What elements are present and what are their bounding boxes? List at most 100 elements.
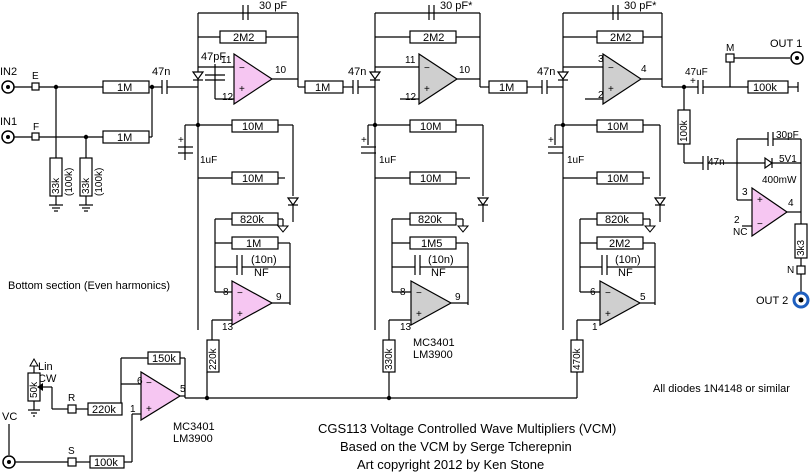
svg-text:1M5: 1M5 <box>421 238 442 250</box>
svg-text:1M: 1M <box>246 238 261 250</box>
svg-text:30 pF*: 30 pF* <box>440 0 473 12</box>
svg-text:1M: 1M <box>117 82 132 94</box>
svg-text:+: + <box>146 404 152 415</box>
svg-text:10: 10 <box>275 65 287 76</box>
stage-1: 30 pF 2M2 47pF − + 11 12 10 10M + 1uF <box>178 0 305 373</box>
in2-label: IN2 <box>0 66 17 78</box>
svg-text:10M: 10M <box>420 121 441 133</box>
svg-text:47pF: 47pF <box>201 51 226 63</box>
svg-text:1M: 1M <box>117 132 132 144</box>
svg-text:100k: 100k <box>94 457 118 469</box>
out1-label: OUT 1 <box>770 38 802 50</box>
svg-text:Lin: Lin <box>38 361 53 373</box>
note-diodes: All diodes 1N4148 or similar <box>653 383 790 395</box>
svg-text:12: 12 <box>405 92 417 103</box>
terminal-n <box>796 265 806 275</box>
stage-2: 30 pF* 2M2 − + 11 12 10 10M + 1uF 10M <box>361 0 490 373</box>
svg-text:2: 2 <box>598 90 604 101</box>
svg-text:−: − <box>757 219 763 230</box>
svg-text:10M: 10M <box>242 121 263 133</box>
opamp-out <box>751 186 789 238</box>
svg-text:5V1: 5V1 <box>779 154 797 165</box>
svg-text:10M: 10M <box>607 121 628 133</box>
svg-text:2M2: 2M2 <box>233 32 254 44</box>
svg-text:820k: 820k <box>418 214 442 226</box>
svg-text:2M2: 2M2 <box>610 32 631 44</box>
svg-text:10M: 10M <box>420 173 441 185</box>
terminal-r <box>67 404 77 414</box>
svg-text:10M: 10M <box>242 173 263 185</box>
svg-text:1uF: 1uF <box>379 155 396 166</box>
title-line-1: CGS113 Voltage Controlled Wave Multiplie… <box>318 421 616 436</box>
resistor-220k-s1 <box>206 339 220 373</box>
svg-text:13: 13 <box>400 322 412 333</box>
svg-text:E: E <box>32 71 39 82</box>
svg-text:30pF: 30pF <box>776 130 799 141</box>
svg-text:100k: 100k <box>753 82 777 94</box>
svg-text:4: 4 <box>788 198 794 209</box>
svg-text:150k: 150k <box>152 353 176 365</box>
svg-text:+: + <box>690 76 696 87</box>
svg-text:10M: 10M <box>607 173 628 185</box>
svg-text:1M: 1M <box>499 82 514 94</box>
svg-text:4: 4 <box>641 64 647 75</box>
svg-text:3: 3 <box>598 54 604 65</box>
svg-text:(10n): (10n) <box>428 254 454 266</box>
resistor-220k-cv <box>87 402 123 416</box>
opamp-s1 <box>233 52 274 106</box>
title-line-2: Based on the VCM by Serge Tcherepnin <box>340 439 572 454</box>
svg-text:2: 2 <box>734 215 740 226</box>
svg-text:(10n): (10n) <box>251 254 277 266</box>
svg-text:47n: 47n <box>152 66 170 78</box>
svg-text:11: 11 <box>221 55 232 66</box>
terminal-f <box>31 132 40 141</box>
svg-text:11: 11 <box>405 55 416 66</box>
note-bottom-section: Bottom section (Even harmonics) <box>8 280 170 292</box>
svg-text:(10n): (10n) <box>615 254 641 266</box>
svg-text:1: 1 <box>592 322 598 333</box>
svg-text:NC: NC <box>733 227 747 238</box>
svg-text:33k: 33k <box>51 177 62 194</box>
svg-text:820k: 820k <box>240 214 264 226</box>
resistor-10m-s3a <box>596 119 644 133</box>
svg-text:47uF: 47uF <box>685 67 708 78</box>
svg-text:13: 13 <box>222 322 234 333</box>
svg-text:9: 9 <box>455 292 461 303</box>
svg-text:MC3401: MC3401 <box>413 337 455 349</box>
svg-text:30 pF*: 30 pF* <box>624 0 657 12</box>
svg-text:47n: 47n <box>537 66 555 78</box>
svg-text:+: + <box>757 195 763 206</box>
svg-text:220k: 220k <box>208 347 219 370</box>
svg-text:1uF: 1uF <box>567 155 584 166</box>
svg-text:10: 10 <box>459 65 471 76</box>
resistor-10m-s1a <box>231 119 279 133</box>
terminal-e <box>31 82 40 91</box>
svg-text:LM3900: LM3900 <box>413 349 453 361</box>
svg-text:+: + <box>608 84 614 95</box>
svg-text:(100k): (100k) <box>94 168 105 196</box>
svg-text:F: F <box>33 122 39 133</box>
svg-text:50k: 50k <box>29 381 40 398</box>
svg-text:47n: 47n <box>348 66 366 78</box>
opamp-cv <box>140 370 182 422</box>
svg-text:NF: NF <box>254 267 269 279</box>
svg-text:−: − <box>416 288 422 299</box>
svg-text:33k: 33k <box>81 177 92 194</box>
opamp-s1-bottom <box>231 279 274 327</box>
vc-label: VC <box>2 411 17 423</box>
output-section: 47uF + 100k M OUT 1 100k 47n 30pF 5V1 40… <box>677 38 810 309</box>
out2-label: OUT 2 <box>756 295 788 307</box>
svg-text:MC3401: MC3401 <box>173 421 215 433</box>
svg-text:9: 9 <box>276 292 282 303</box>
stage-3: 30 pF* 2M2 − + 3 2 4 10M + 1uF 10M 8 <box>548 0 698 373</box>
svg-text:−: − <box>605 288 611 299</box>
svg-text:+: + <box>237 309 243 320</box>
svg-text:NF: NF <box>618 267 633 279</box>
cv-section: − + 6 1 5 150k MC3401 LM3900 Lin CW 50k … <box>2 351 578 469</box>
svg-text:NF: NF <box>431 267 446 279</box>
svg-text:820k: 820k <box>605 214 629 226</box>
opamp-s3-bottom <box>599 279 642 327</box>
terminal-s <box>67 457 77 467</box>
title-line-3: Art copyright 2012 by Ken Stone <box>357 457 544 472</box>
